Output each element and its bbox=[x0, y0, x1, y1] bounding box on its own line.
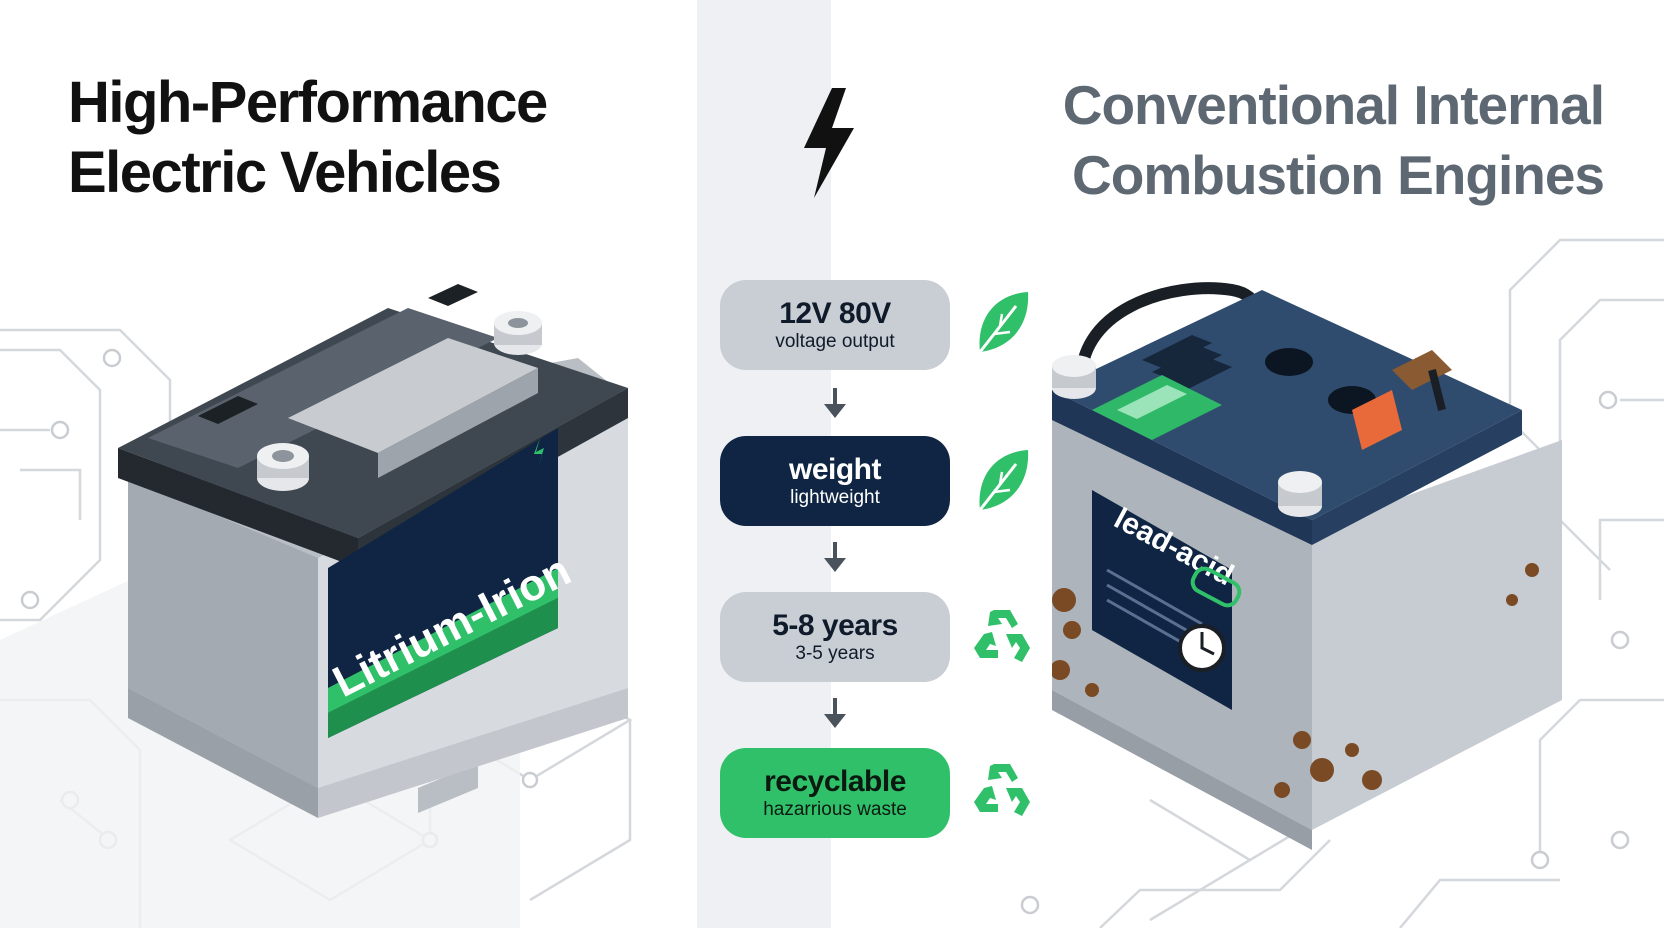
pill-main-text: weight bbox=[789, 453, 882, 486]
comparison-pill-voltage: 12V 80V voltage output bbox=[720, 280, 950, 370]
comparison-pill-lifespan: 5-8 years 3-5 years bbox=[720, 592, 950, 682]
leaf-icon bbox=[978, 450, 1029, 511]
recycle-icon bbox=[974, 610, 1030, 662]
arrow-down-icon bbox=[824, 388, 846, 418]
right-title: Conventional Internal Combustion Engines bbox=[984, 70, 1605, 210]
pill-sub-text: 3-5 years bbox=[795, 643, 875, 664]
left-title-line1: High-Performance bbox=[68, 70, 548, 135]
leaf-icon bbox=[978, 292, 1029, 353]
arrow-down-icon bbox=[824, 698, 846, 728]
pill-main-text: recyclable bbox=[764, 765, 906, 798]
arrow-down-icon bbox=[824, 542, 846, 572]
lithium-ion-battery: Litrium-Irion bbox=[118, 268, 638, 838]
comparison-pill-recyclability: recyclable hazarrious waste bbox=[720, 748, 950, 838]
pill-sub-text: lightweight bbox=[790, 487, 880, 508]
comparison-pill-weight: weight lightweight bbox=[720, 436, 950, 526]
lightning-bolt-icon bbox=[804, 88, 854, 198]
lead-acid-battery: lead-acid bbox=[1052, 270, 1572, 850]
pill-sub-text: voltage output bbox=[775, 331, 895, 352]
pill-main-text: 5-8 years bbox=[772, 609, 898, 642]
pill-sub-text: hazarrious waste bbox=[763, 799, 907, 820]
left-title-line2: Electric Vehicles bbox=[68, 140, 502, 205]
right-title-line2: Combustion Engines bbox=[1072, 144, 1605, 206]
recycle-icon bbox=[974, 764, 1030, 816]
left-title: High-Performance Electric Vehicles bbox=[68, 68, 628, 208]
pill-main-text: 12V 80V bbox=[779, 297, 891, 330]
right-title-line1: Conventional Internal bbox=[1062, 74, 1605, 136]
